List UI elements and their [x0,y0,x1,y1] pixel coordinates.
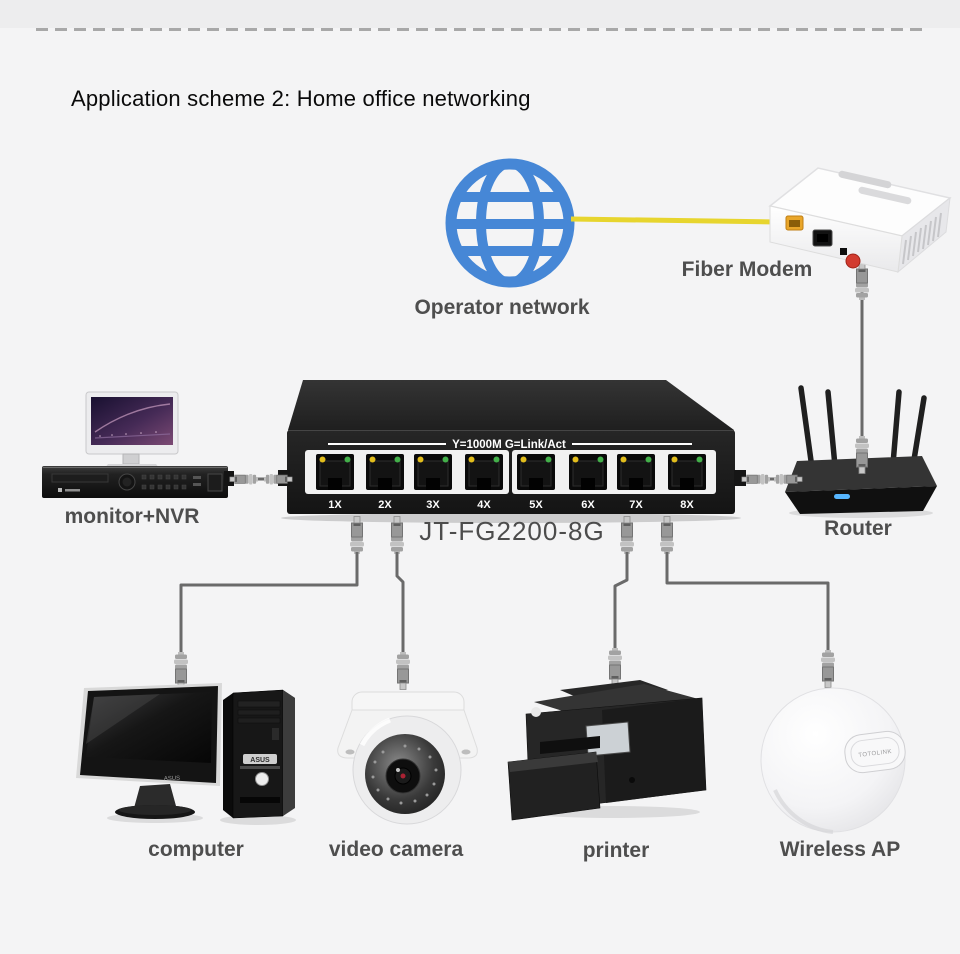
rj45-plug [741,473,771,485]
router-led [834,494,850,499]
fiber-modem-label: Fiber Modem [681,258,813,281]
page-title: Application scheme 2: Home office networ… [71,86,531,111]
switch-port-labels: 1X 2X 3X 4X 5X 6X 7X 8X [328,499,694,511]
switch-illustration: Y=1000M G=Link/Act 1X 2X 3X 4X [278,380,746,523]
computer-illustration: ASUS ASUS [76,683,296,825]
tower-brand-text: ASUS [250,757,270,764]
router-antennas [798,385,927,471]
computer-label: computer [148,838,244,861]
wireless-ap-illustration: TOTOLINK [760,687,906,834]
ap-badge: TOTOLINK [844,730,906,774]
drop-cables [179,552,830,656]
wireless-ap-label: Wireless AP [779,838,901,861]
ap-badge-text: TOTOLINK [858,749,892,759]
top-strip [0,0,960,28]
computer-monitor: ASUS [76,683,222,819]
computer-tower: ASUS [223,689,295,819]
dashed-divider [36,28,924,31]
svg-text:2X: 2X [378,499,392,511]
svg-text:7X: 7X [629,499,643,511]
rj45-plug [173,651,189,690]
video-camera-illustration [337,691,478,825]
nvr-buttons [141,474,187,490]
rj45-plug [395,651,411,690]
switch-ports [316,454,706,490]
svg-text:3X: 3X [426,499,440,511]
svg-text:8X: 8X [680,499,694,511]
globe-icon [445,158,575,288]
router-illustration [785,385,937,518]
switch-model-label: JT-FG2200-8G [419,516,605,546]
modem-button [845,253,861,269]
monitor-nvr-illustration [42,391,234,498]
operator-network-label: Operator network [414,296,590,319]
fiber-cable [570,216,777,225]
switch-panel-text: Y=1000M G=Link/Act [452,439,566,451]
rj45-plug [607,647,623,686]
svg-text:5X: 5X [529,499,543,511]
svg-text:1X: 1X [328,499,342,511]
tower-power-button [255,772,269,786]
printer-label: printer [582,839,650,862]
rj45-plug [820,649,836,688]
rj45-plug [854,262,870,301]
printer-illustration [507,680,707,821]
fiber-modem-illustration [768,167,952,274]
video-camera-label: video camera [328,838,464,861]
camera-ir-leds [371,744,438,805]
printer-logo-badge [531,707,541,717]
rj45-plug [659,516,675,555]
router-label: Router [824,517,892,540]
rj45-plug [229,473,259,485]
modem-side-vents [902,212,942,265]
svg-text:6X: 6X [581,499,595,511]
monitor-brand-text: ASUS [164,776,181,783]
monitor-nvr-label: monitor+NVR [64,505,200,528]
svg-text:4X: 4X [477,499,491,511]
